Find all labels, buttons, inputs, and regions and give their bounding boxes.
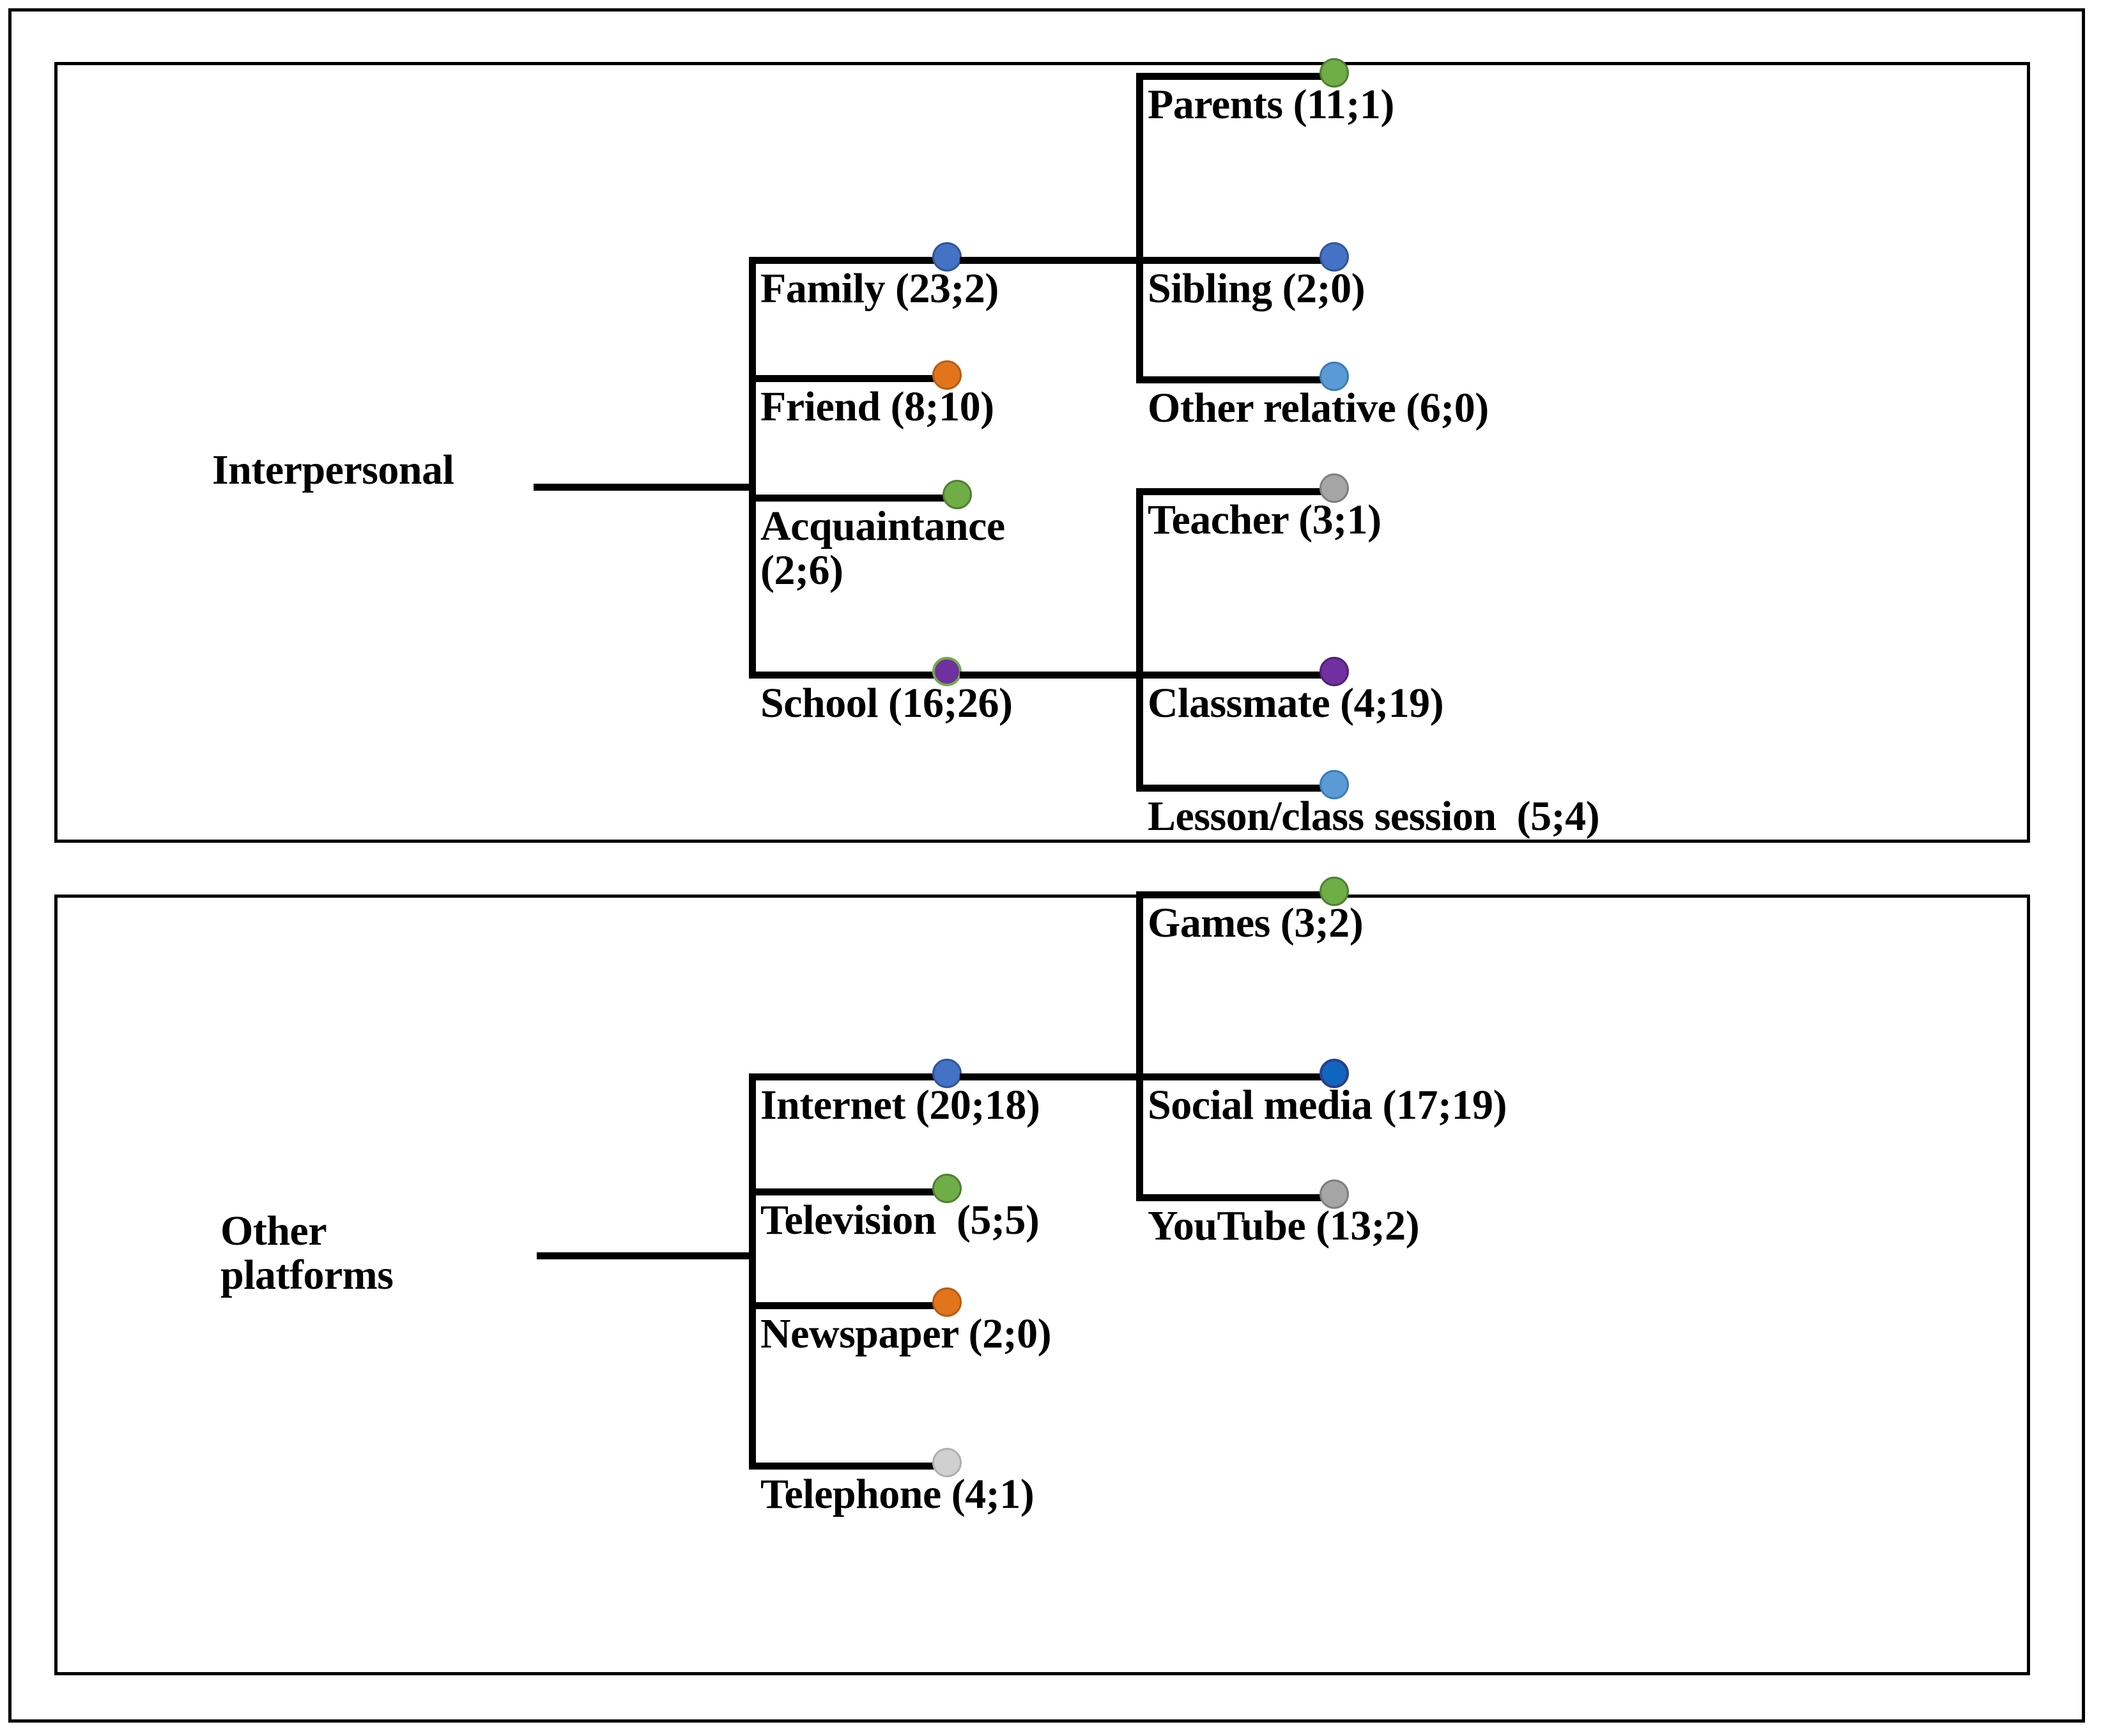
node-dot-social-media (1320, 1059, 1349, 1088)
node-label-television: Television (5;5) (760, 1197, 1040, 1243)
node-label-youtube: YouTube (13;2) (1148, 1202, 1420, 1249)
node-label-telephone: Telephone (4;1) (760, 1471, 1035, 1517)
node-dot-school (932, 657, 962, 686)
edge-internet-to-subspine (960, 1073, 1142, 1080)
node-label-teacher: Teacher (3;1) (1148, 496, 1381, 543)
spine-school-children (1136, 488, 1143, 792)
node-label-social-media: Social media (17;19) (1148, 1082, 1507, 1128)
edge-school-to-subspine (960, 672, 1142, 679)
node-dot-friend (932, 360, 962, 390)
root-label-other-platforms: Other platforms (220, 1208, 394, 1298)
node-dot-television (932, 1174, 962, 1203)
edge-to-friend (749, 375, 944, 382)
node-dot-lesson-class-session (1320, 770, 1349, 799)
edge-to-internet (749, 1073, 944, 1080)
node-label-friend: Friend (8;10) (760, 383, 994, 430)
node-dot-teacher (1320, 473, 1349, 503)
node-dot-youtube (1320, 1179, 1349, 1209)
edge-to-telephone (749, 1463, 944, 1470)
edge-to-other-relative (1136, 376, 1331, 383)
node-label-sibling: Sibling (2;0) (1148, 265, 1366, 312)
node-dot-sibling (1320, 242, 1349, 272)
node-label-internet: Internet (20;18) (760, 1082, 1040, 1128)
spine-level1-interpersonal (749, 257, 756, 679)
node-label-classmate: Classmate (4;19) (1148, 680, 1444, 726)
node-dot-games (1320, 877, 1349, 906)
edge-to-lesson-class-session (1136, 785, 1331, 792)
node-dot-family (932, 242, 962, 272)
node-label-games: Games (3;2) (1148, 900, 1364, 946)
panel-interpersonal: Interpersonal Family (23;2) Friend (8;10… (54, 58, 2030, 843)
node-label-acquaintance: Acquaintance (2;6) (760, 503, 1005, 594)
panel-other-platforms: Other platforms Internet (20;18) Televis… (54, 877, 2030, 1675)
node-dot-classmate (1320, 657, 1349, 686)
edge-to-games (1136, 891, 1331, 898)
node-label-lesson-class-session: Lesson/class session (5;4) (1148, 793, 1600, 840)
edge-to-teacher (1136, 488, 1331, 495)
node-dot-acquaintance (943, 480, 972, 509)
edge-to-family (749, 257, 944, 264)
node-dot-other-relative (1320, 362, 1349, 391)
edge-root-to-level1-spine-platforms (537, 1252, 754, 1259)
edge-to-newspaper (754, 1302, 944, 1309)
node-label-newspaper: Newspaper (2;0) (760, 1310, 1052, 1357)
node-dot-parents (1320, 58, 1349, 88)
edge-to-youtube (1136, 1194, 1331, 1201)
edge-to-sibling (1136, 257, 1331, 264)
node-dot-telephone (932, 1448, 962, 1477)
spine-family-children-lower (1136, 257, 1143, 383)
root-label-interpersonal: Interpersonal (212, 447, 454, 493)
edge-root-to-level1-spine (534, 484, 754, 491)
edge-to-acquaintance (749, 495, 953, 502)
figure-outer-border (8, 8, 2085, 1723)
edge-to-social-media (1136, 1073, 1331, 1080)
spine-internet-children (1136, 891, 1143, 1201)
node-label-other-relative: Other relative (6;0) (1148, 385, 1489, 431)
node-dot-newspaper (932, 1287, 962, 1317)
edge-to-school (749, 672, 944, 679)
node-label-school: School (16;26) (760, 680, 1013, 726)
spine-family-children (1136, 73, 1143, 265)
node-label-family: Family (23;2) (760, 265, 999, 312)
edge-to-television (754, 1188, 944, 1195)
spine-level1-other-platforms (749, 1073, 756, 1470)
node-label-parents: Parents (11;1) (1148, 81, 1394, 128)
edge-to-parents (1136, 73, 1331, 80)
edge-family-to-subspine (960, 257, 1142, 264)
edge-to-classmate (1136, 672, 1331, 679)
